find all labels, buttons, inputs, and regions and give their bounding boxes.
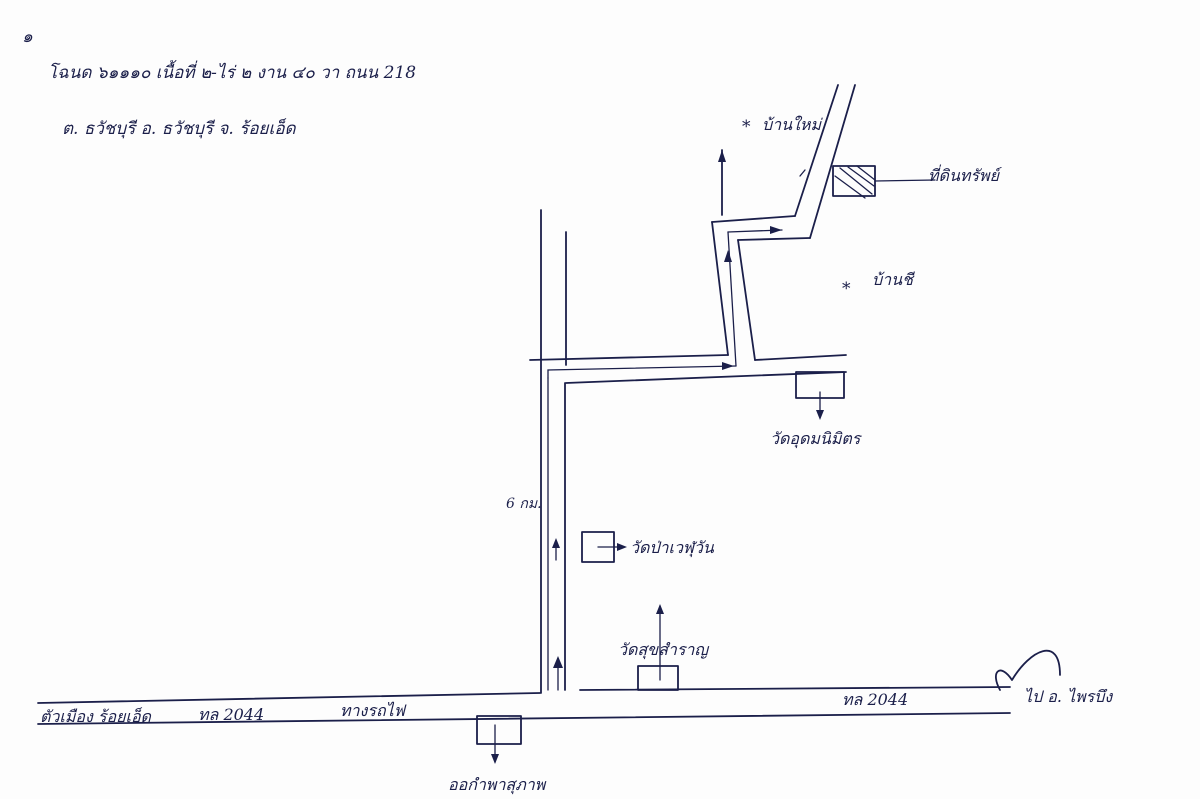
temple-left-label: วัดป่าเวฬุวัน — [630, 538, 715, 558]
middle-road-top-edge — [529, 354, 729, 361]
temple-mid-label: วัดอุดมนิมิตร — [770, 429, 863, 449]
middle-road-top-edge-right — [754, 354, 847, 361]
property-label: ที่ดินทรัพย์ — [928, 164, 1002, 185]
upper-road-right-edge — [737, 239, 756, 361]
header-line-1: โฉนด ๖๑๑๑๐ เนื้อที่ ๒-ไร่ ๒ งาน ๔๐ วา ถน… — [48, 59, 416, 83]
stub-arrow-icon — [718, 150, 726, 162]
temple-mid-marker: วัดอุดมนิมิตร — [770, 371, 863, 449]
diagonal-mark — [799, 169, 806, 177]
route-arrow-right-icon — [722, 362, 734, 370]
temple-left-arrow-icon — [617, 543, 627, 551]
temple-mid-arrow-icon — [816, 410, 824, 420]
main-road-right-label: ทล 2044 — [842, 690, 908, 709]
main-road-top-edge-left — [37, 692, 541, 704]
route-arrow-up-icon-3 — [724, 250, 732, 262]
school-bottom-arrow-icon — [656, 604, 664, 614]
upper-road-left-edge — [711, 221, 729, 356]
diagonal-road-left-edge — [794, 84, 839, 217]
property-pointer — [874, 179, 936, 182]
feeder-road — [540, 209, 567, 694]
school-bottom-box — [637, 665, 679, 691]
right-town-flourish — [995, 649, 1061, 691]
main-road-bottom-edge — [37, 712, 1011, 725]
upper-road — [711, 149, 811, 367]
header-line-2: ต. ธวัชบุรี อ. ธวัชบุรี จ. ร้อยเอ็ด — [62, 118, 297, 139]
diagonal-road-right-edge — [809, 84, 856, 239]
route-line-middle — [547, 365, 737, 379]
school-bottom-label: วัดสุขสำราญ — [618, 640, 709, 660]
distance-label: 6 กม. — [506, 496, 542, 512]
village-mid-label: บ้านชี — [872, 270, 915, 289]
connector-top-edge — [711, 215, 796, 223]
bottom-landmark-box — [476, 715, 522, 745]
property-hatch — [834, 165, 876, 199]
village-mid-asterisk-icon: * — [842, 279, 851, 299]
village-top-label: บ้านใหม่ — [762, 115, 823, 134]
route-arrow-up-icon-2 — [552, 538, 560, 548]
main-road-left-label: ทล 2044 — [198, 705, 264, 724]
bottom-landmark-label: ออกำพาสุภาพ — [448, 775, 547, 795]
middle-road — [529, 354, 847, 384]
route-arrow-up-icon — [553, 656, 563, 668]
temple-left-marker: วัดป่าเวฬุวัน — [581, 531, 715, 563]
left-town-label: ตัวเมือง ร้อยเอ็ด — [40, 707, 153, 726]
property-marker: ที่ดินทรัพย์ — [832, 164, 1002, 199]
route-arrow-right-icon-2 — [770, 226, 782, 234]
connector-bottom-edge — [737, 237, 811, 241]
route-line-upper — [727, 231, 737, 367]
middle-road-bottom-edge — [565, 371, 847, 384]
right-town-label: ไป อ. ไพรบึง — [1024, 687, 1113, 706]
page-mark: ๑ — [22, 27, 33, 47]
bottom-landmark-marker: ออกำพาสุภาพ — [448, 715, 547, 795]
school-bottom-marker: วัดสุขสำราญ — [618, 604, 709, 691]
diagonal-road — [794, 84, 856, 239]
bottom-landmark-arrow-icon — [491, 754, 499, 764]
village-top-asterisk-icon: * — [742, 117, 751, 137]
main-road-mid-label: ทางรถไฟ — [340, 701, 407, 720]
